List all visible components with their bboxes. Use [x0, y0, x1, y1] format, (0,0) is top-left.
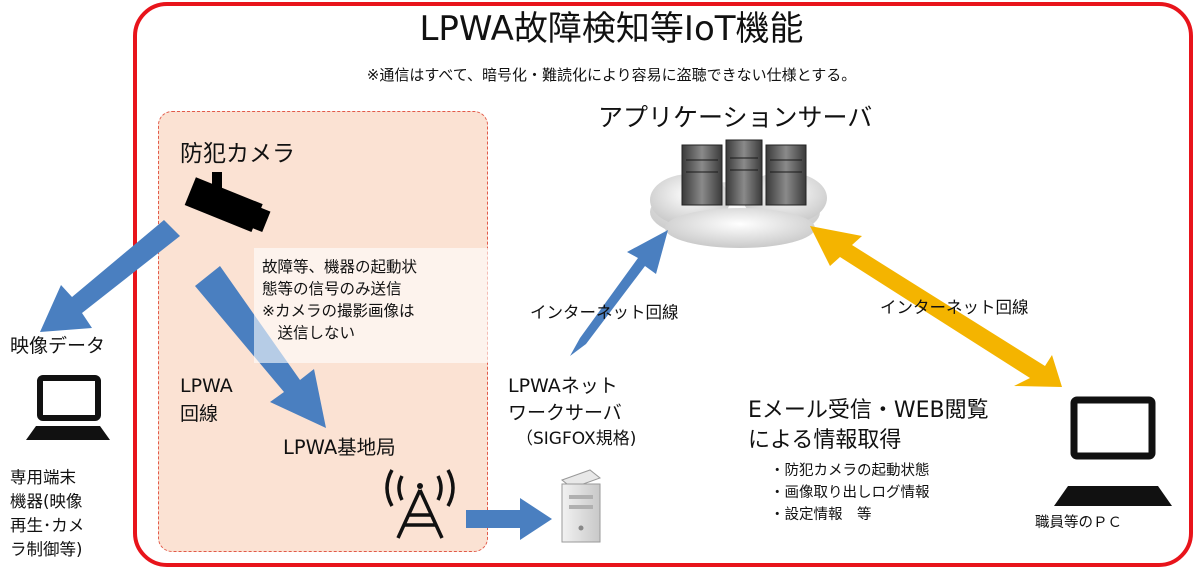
- arrow-basestation-to-server: [466, 498, 552, 540]
- server-icon: [560, 469, 602, 543]
- outer-frame: [133, 2, 1193, 567]
- network-server-label: LPWAネット ワークサーバ: [508, 375, 622, 424]
- arrow-cloud-pc-bidirectional: [810, 226, 1062, 387]
- video-data-label: 映像データ: [10, 335, 106, 357]
- page-title: LPWA故障検知等IoT機能: [419, 9, 804, 49]
- camera-label: 防犯カメラ: [180, 141, 295, 167]
- server-cloud-icon: [650, 139, 827, 248]
- info-acquisition-list: ・防犯カメラの起動状態 ・画像取り出しログ情報 ・設定情報 等: [770, 463, 930, 523]
- arrow-server-to-cloud: [570, 230, 668, 356]
- laptop-icon: [26, 375, 110, 440]
- info-acquisition-title: Eメール受信・WEB閲覧 による情報取得: [748, 398, 989, 453]
- antenna-tower-icon: [385, 469, 455, 539]
- basestation-label: LPWA基地局: [283, 436, 396, 459]
- lpwa-line-label: LPWA 回線: [180, 375, 233, 425]
- app-server-label: アプリケーションサーバ: [598, 103, 873, 132]
- internet-line-left-label: インターネット回線: [530, 303, 679, 322]
- staff-laptop-icon: [1054, 396, 1172, 506]
- signal-note: 故障等、機器の起動状 態等の信号のみ送信 ※カメラの撮影画像は 送信しない: [262, 258, 418, 342]
- encryption-note: ※通信はすべて、暗号化・難読化により容易に盗聴できない仕様とする。: [366, 66, 857, 84]
- dedicated-terminal-label: 専用端末 機器(映像 再生･カメ ラ制御等): [10, 468, 85, 559]
- signal-note-box: [254, 248, 494, 363]
- security-camera-icon: [184, 172, 271, 233]
- arrow-camera-to-terminal: [40, 220, 180, 332]
- staff-pc-label: 職員等のＰＣ: [1035, 515, 1122, 531]
- internet-line-right-label: インターネット回線: [880, 298, 1029, 317]
- sigfox-standard-label: （SIGFOX規格): [516, 429, 637, 449]
